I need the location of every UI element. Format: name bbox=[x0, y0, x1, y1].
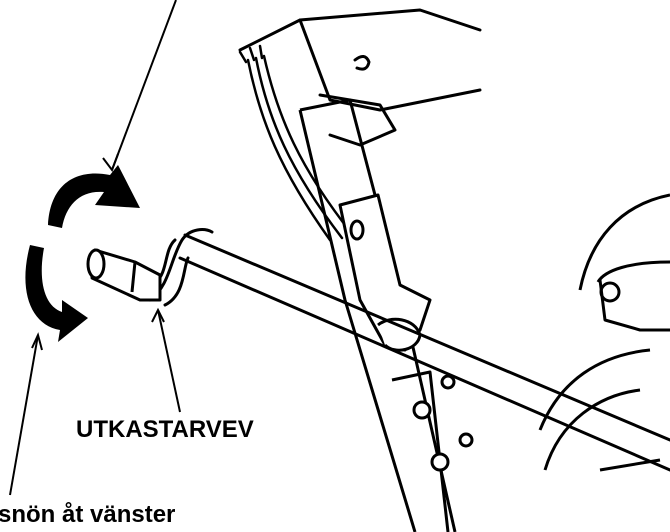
left-direction-label: snön åt vänster bbox=[0, 501, 175, 528]
engine-cover bbox=[538, 193, 670, 472]
mounting-bolts bbox=[412, 374, 474, 472]
control-cables bbox=[238, 44, 354, 242]
rotation-arrow-lower bbox=[25, 245, 89, 342]
machine-housing bbox=[238, 8, 482, 147]
crank-guide-bracket bbox=[338, 193, 432, 352]
rotation-arrow-upper bbox=[48, 165, 140, 228]
crank-knob bbox=[86, 248, 162, 302]
crank-label: UTKASTARVEV bbox=[76, 416, 254, 443]
chute-crank-rod bbox=[148, 228, 670, 472]
leader-lines bbox=[9, 0, 181, 496]
